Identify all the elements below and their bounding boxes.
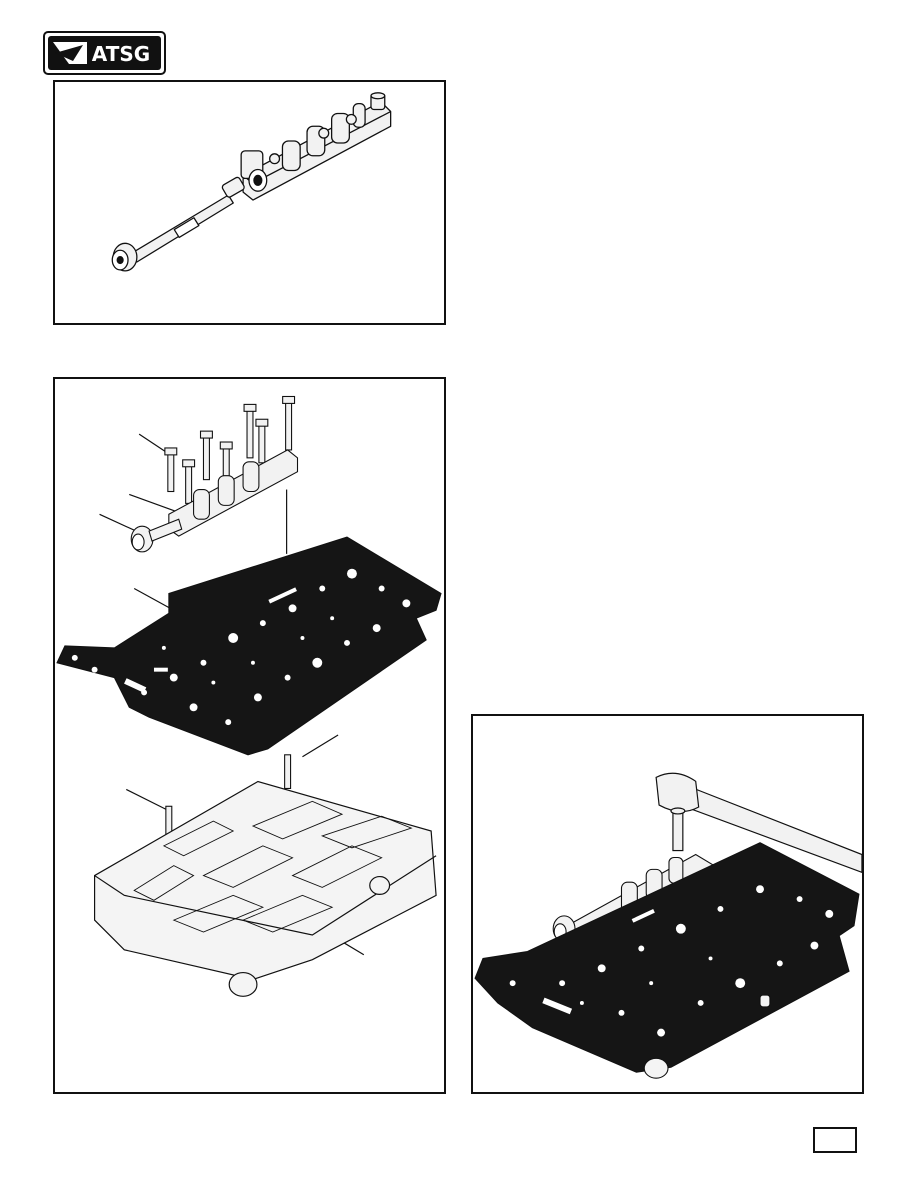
logo-text: ATSG xyxy=(92,42,150,66)
valve-body-casting xyxy=(93,780,437,997)
leader-line-dowel-right xyxy=(302,734,339,758)
leader-line-body xyxy=(129,493,176,512)
torque-wrench-illustration xyxy=(474,772,862,1079)
page-number-box xyxy=(813,1127,857,1153)
wrench-extension xyxy=(672,810,684,852)
figure-exploded-view xyxy=(53,377,446,1094)
leader-line-bolts xyxy=(138,433,167,453)
atsg-logo: ATSG xyxy=(43,31,166,75)
figure-solenoid-assembly xyxy=(53,80,446,325)
leader-line-plate xyxy=(133,587,175,611)
wrench-head xyxy=(655,772,700,813)
dowel-pins xyxy=(165,754,292,839)
leader-line-plunger xyxy=(99,513,137,532)
separator-plate xyxy=(56,536,442,756)
torque-separator-plate xyxy=(474,842,860,1073)
bolt-group xyxy=(164,395,296,504)
atsg-logo-mark: ATSG xyxy=(43,31,166,75)
exploded-view-illustration xyxy=(56,395,442,997)
figure-torque-wrench xyxy=(471,714,864,1094)
leader-line-dowel-left xyxy=(126,788,167,810)
solenoid-assembly-illustration xyxy=(111,92,392,272)
